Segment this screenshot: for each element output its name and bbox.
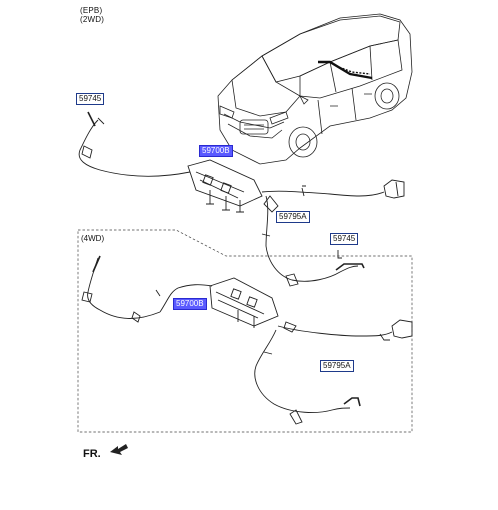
- header-epb: (EPB): [80, 6, 103, 15]
- epb-4wd-assembly: [81, 255, 413, 425]
- section-4wd-outline: [77, 229, 413, 433]
- front-indicator-label: FR.: [83, 448, 101, 460]
- part-59700b-lower[interactable]: 59700B: [173, 298, 207, 310]
- part-59745-lower[interactable]: 59745: [330, 233, 359, 245]
- part-59795a-upper[interactable]: 59795A: [276, 211, 310, 223]
- header-2wd: (2WD): [80, 15, 105, 24]
- vehicle-cable-highlight: [318, 60, 373, 80]
- section-4wd-label: (4WD): [81, 234, 105, 243]
- part-59745-upper[interactable]: 59745: [76, 93, 105, 105]
- vehicle-illustration: [217, 13, 413, 165]
- part-59795a-lower[interactable]: 59795A: [320, 360, 354, 372]
- epb-2wd-assembly: [78, 111, 405, 287]
- front-arrow-icon: [110, 444, 128, 455]
- part-59700b-upper[interactable]: 59700B: [199, 145, 233, 157]
